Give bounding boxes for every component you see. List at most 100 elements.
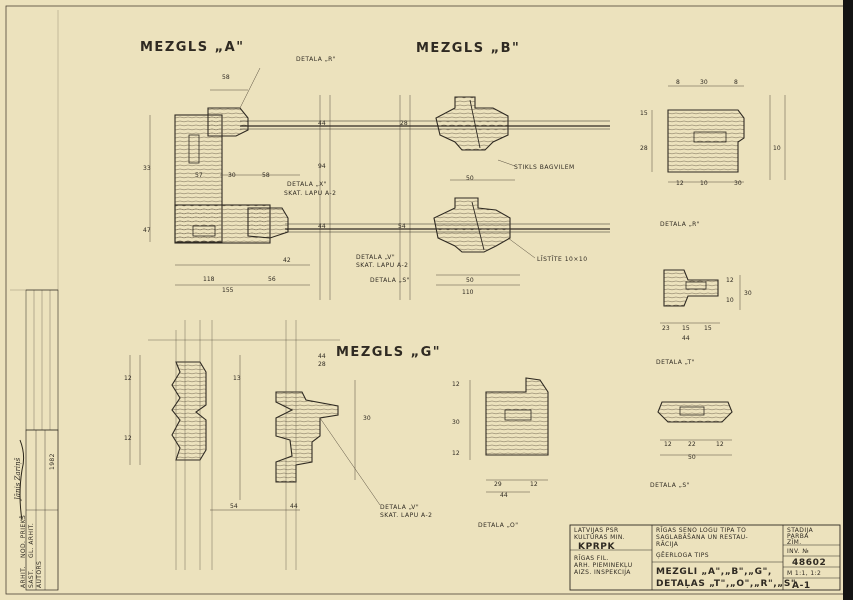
svg-text:44: 44 xyxy=(318,353,326,360)
label-detail-v-sub: SKAT. LAPU A-2 xyxy=(356,262,409,269)
tb-scale: M 1:1, 1:2 xyxy=(787,570,821,577)
detail-t xyxy=(660,269,741,324)
dimensions-a: 58 57 30 58 44 28 42 118 56 155 33 47 xyxy=(143,74,408,294)
border-frame xyxy=(5,5,845,595)
svg-text:22: 22 xyxy=(688,441,696,448)
tb-org1: LATVIJAS PSR xyxy=(574,527,619,534)
label-detail-v-g: DETALA „V" xyxy=(380,504,419,511)
svg-text:12: 12 xyxy=(452,450,460,457)
svg-text:12: 12 xyxy=(726,277,734,284)
signature: Jānis Zariņš xyxy=(14,457,22,502)
tb-org-main: KPRPK xyxy=(578,542,615,552)
tb-inv-no: 48602 xyxy=(792,558,826,568)
svg-text:30: 30 xyxy=(452,419,460,426)
svg-text:58: 58 xyxy=(222,74,230,81)
svg-text:12: 12 xyxy=(676,180,684,187)
svg-text:13: 13 xyxy=(233,375,241,382)
svg-text:28: 28 xyxy=(318,361,326,368)
svg-text:30: 30 xyxy=(228,172,236,179)
title-node-b: MEZGLS „B" xyxy=(416,41,520,56)
svg-text:10: 10 xyxy=(700,180,708,187)
svg-text:58: 58 xyxy=(262,172,270,179)
node-b xyxy=(433,96,536,286)
svg-text:NOD. PRIEKŠ: NOD. PRIEKŠ xyxy=(20,515,27,558)
label-detail-r: DETALA „R" xyxy=(660,221,700,228)
tb-sheet-title1: MEZGLI „A",„B",„G", xyxy=(656,567,772,577)
svg-text:47: 47 xyxy=(143,227,151,234)
svg-text:15: 15 xyxy=(640,110,648,117)
svg-text:94: 94 xyxy=(318,163,326,170)
svg-text:12: 12 xyxy=(664,441,672,448)
tb-org2: KULTŪRAS MIN. xyxy=(574,534,625,541)
dimensions-g: 44 28 12 54 44 30 12 13 xyxy=(124,353,371,510)
svg-text:42: 42 xyxy=(283,257,291,264)
label-stikls: STIKLS BAGVILEM xyxy=(514,164,575,171)
svg-text:AUTORS: AUTORS xyxy=(36,561,43,588)
detail-s xyxy=(657,401,733,456)
svg-text:30: 30 xyxy=(744,290,752,297)
svg-text:15: 15 xyxy=(704,325,712,332)
label-detail-s: DETALA „S" xyxy=(650,482,690,489)
dimensions-r: 8 30 8 15 28 12 10 30 10 xyxy=(640,79,781,187)
svg-text:15: 15 xyxy=(682,325,690,332)
svg-text:44: 44 xyxy=(500,492,508,499)
svg-text:23: 23 xyxy=(662,325,670,332)
svg-text:12: 12 xyxy=(452,381,460,388)
svg-text:8: 8 xyxy=(676,79,680,86)
label-listite: LĪSTĪTE 10×10 xyxy=(537,256,588,263)
svg-text:33: 33 xyxy=(143,165,151,172)
svg-text:30: 30 xyxy=(734,180,742,187)
svg-text:50: 50 xyxy=(688,454,696,461)
label-detail-v: DETALA „V" xyxy=(356,254,395,261)
tb-project4: ĢĒERLOGA TIPS xyxy=(656,552,709,559)
svg-text:44: 44 xyxy=(290,503,298,510)
svg-text:30: 30 xyxy=(363,415,371,422)
svg-text:118: 118 xyxy=(203,276,215,283)
svg-text:50: 50 xyxy=(466,175,474,182)
svg-text:54: 54 xyxy=(230,503,238,510)
scan-edge xyxy=(843,0,853,600)
svg-text:28: 28 xyxy=(640,145,648,152)
tb-project3: RĀCIJA xyxy=(656,541,679,548)
tb-project2: SAGLABĀŠANA UN RESTAU- xyxy=(656,534,748,541)
dimensions-t: 23 15 15 44 12 30 10 xyxy=(662,277,752,342)
tb-stage2: PARBA xyxy=(787,533,809,540)
svg-text:56: 56 xyxy=(268,276,276,283)
tb-inv-label: INV. № xyxy=(787,548,809,555)
svg-text:12: 12 xyxy=(124,435,132,442)
node-g xyxy=(129,320,381,570)
label-detail-o: DETALA „O" xyxy=(478,522,518,529)
side-rows: SAST. ARHIT. AUTORS GL. ARHIT. NOD. PRIE… xyxy=(20,515,43,588)
tb-org3: RĪGAS FIL. xyxy=(574,555,609,562)
svg-text:44: 44 xyxy=(318,120,326,127)
svg-text:44: 44 xyxy=(682,335,690,342)
svg-text:10: 10 xyxy=(773,145,781,152)
detail-r-top xyxy=(651,85,786,183)
dimensions-o: 12 30 12 29 44 12 xyxy=(452,381,538,499)
svg-text:SAST.: SAST. xyxy=(28,569,35,588)
label-detail-x: DETALA „X" xyxy=(287,181,327,188)
signature-stroke xyxy=(19,439,25,521)
svg-text:ARHIT.: ARHIT. xyxy=(20,566,27,588)
svg-text:155: 155 xyxy=(222,287,234,294)
svg-text:28: 28 xyxy=(400,120,408,127)
svg-text:29: 29 xyxy=(494,481,502,488)
label-detail-x-sub: SKAT. LAPU A-2 xyxy=(284,190,337,197)
detail-o xyxy=(469,377,549,493)
svg-text:50: 50 xyxy=(466,277,474,284)
label-detail-r-top: DETALA „R" xyxy=(296,56,336,63)
side-stamp xyxy=(19,289,59,591)
title-node-g: MEZGLS „G" xyxy=(336,345,441,360)
label-detail-s-mid: DETALA „S" xyxy=(370,277,410,284)
svg-text:44: 44 xyxy=(318,223,326,230)
tb-org4: ARH. PIEMINEKĻU xyxy=(574,562,633,569)
svg-text:110: 110 xyxy=(462,289,474,296)
title-node-a: MEZGLS „A" xyxy=(140,40,244,55)
node-a xyxy=(149,67,310,286)
svg-text:12: 12 xyxy=(716,441,724,448)
svg-text:1982: 1982 xyxy=(49,453,56,470)
svg-text:8: 8 xyxy=(734,79,738,86)
svg-text:30: 30 xyxy=(700,79,708,86)
svg-text:54: 54 xyxy=(398,223,406,230)
